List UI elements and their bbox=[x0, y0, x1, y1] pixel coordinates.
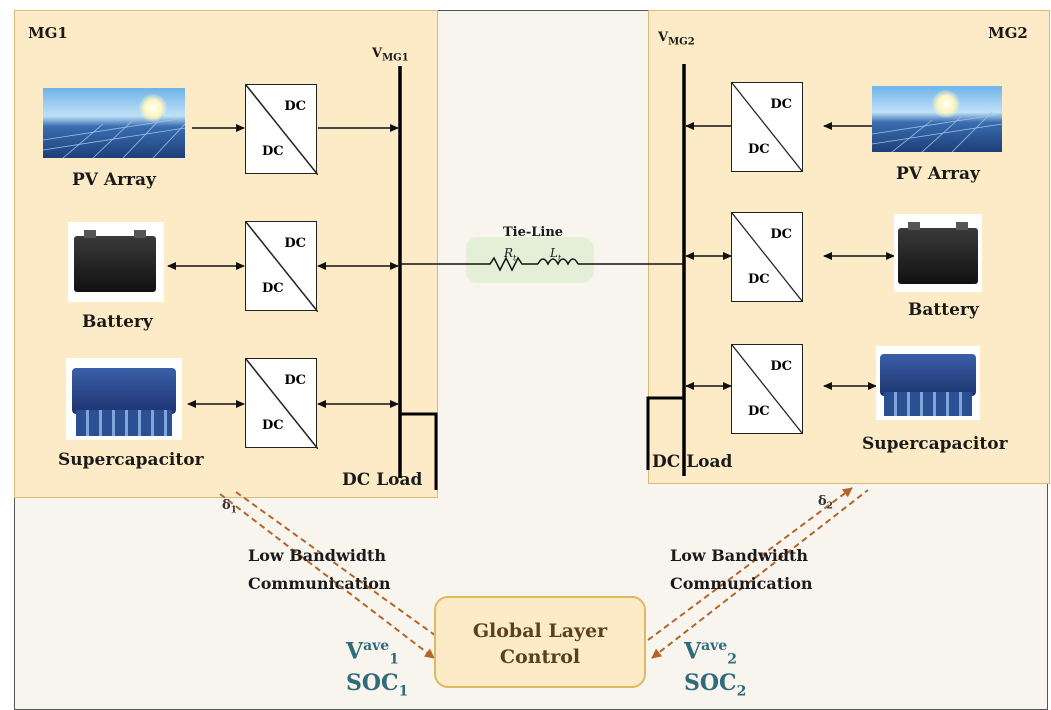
comm-arrow-left-b bbox=[235, 491, 451, 647]
tieline-box bbox=[466, 237, 594, 283]
mg2-battery-image bbox=[894, 214, 982, 292]
comm-arrow-left-a bbox=[219, 493, 435, 659]
mg2-bus-label: VMG2 bbox=[658, 30, 695, 48]
mg2-pv-image bbox=[872, 86, 1002, 152]
mg2-supercap-label: Supercapacitor bbox=[862, 434, 1008, 454]
tieline-resistor bbox=[484, 256, 538, 272]
tieline-l-label: Lt bbox=[550, 246, 562, 263]
comm-right-line2: Communication bbox=[670, 574, 813, 593]
right-soc: SOC2 bbox=[684, 670, 747, 700]
mg1-supercap-image bbox=[66, 358, 182, 440]
comm-arrow-right-a bbox=[647, 487, 853, 641]
mg2-pv-label: PV Array bbox=[896, 164, 980, 184]
tieline-inductor bbox=[537, 258, 579, 266]
comm-right-line1: Low Bandwidth bbox=[670, 546, 809, 565]
mg1-supercap-label: Supercapacitor bbox=[58, 450, 204, 470]
mg1-bus-label: VMG1 bbox=[372, 46, 409, 64]
comm-arrow-right-b bbox=[651, 489, 869, 659]
comm-left-line2: Communication bbox=[248, 574, 391, 593]
delta2-label: δ2 bbox=[818, 494, 833, 512]
left-vave: Vave1 bbox=[346, 638, 399, 668]
tieline-r-label: Rt bbox=[504, 246, 517, 263]
mg2-load-label: DC Load bbox=[652, 452, 733, 472]
mg1-pv-image bbox=[43, 88, 185, 158]
mg1-load-label: DC Load bbox=[342, 470, 423, 490]
mg2-title: MG2 bbox=[988, 24, 1028, 42]
global-line2: Control bbox=[499, 646, 581, 668]
tieline-label: Tie-Line bbox=[503, 225, 564, 240]
mg2-supercap-image bbox=[876, 346, 980, 420]
delta1-label: δ1 bbox=[222, 498, 237, 516]
mg1-pv-label: PV Array bbox=[72, 170, 156, 190]
comm-left-line1: Low Bandwidth bbox=[248, 546, 387, 565]
left-soc: SOC1 bbox=[346, 670, 409, 700]
mg2-load-wire bbox=[646, 396, 684, 470]
mg1-title: MG1 bbox=[28, 24, 68, 42]
mg2-battery-label: Battery bbox=[908, 300, 979, 320]
global-layer-control-box: Global Layer Control bbox=[434, 596, 646, 688]
right-vave: Vave2 bbox=[684, 638, 737, 668]
global-line1: Global Layer bbox=[472, 620, 608, 642]
mg1-load-wire bbox=[400, 412, 438, 490]
mg1-battery-label: Battery bbox=[82, 312, 153, 332]
mg1-battery-image bbox=[68, 222, 164, 302]
